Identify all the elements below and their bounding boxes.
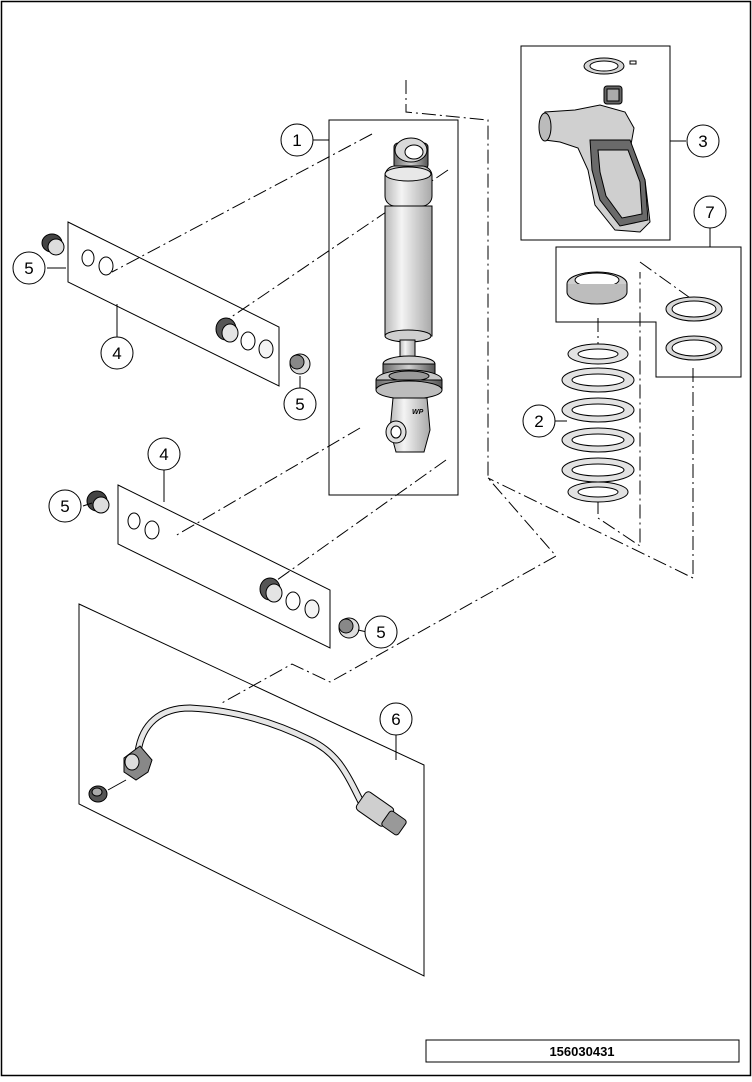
leader-lines (47, 139, 711, 760)
lower-bearing-parts (86, 490, 360, 639)
lower-bearing-kit-panel (117, 484, 331, 649)
callout-5-lower-right-label: 5 (376, 623, 385, 642)
shock-absorber: WP (375, 137, 443, 453)
reservoir-assembly (538, 57, 651, 233)
callout-4-upper-label: 4 (112, 344, 121, 363)
seal-rings (665, 296, 723, 361)
sensor-cable (88, 704, 407, 836)
upper-bearing-kit-panel (67, 221, 280, 387)
callout-5-upper-right-label: 5 (295, 395, 304, 414)
callout-5-lower-left-label: 5 (60, 497, 69, 516)
upper-bearing-parts (41, 233, 311, 375)
callout-4-lower-label: 4 (159, 445, 168, 464)
sensor-panel (78, 603, 425, 977)
drawing-number-box: 156030431 (425, 1039, 740, 1063)
callout-1: 1 (280, 123, 314, 157)
callout-3-label: 3 (698, 132, 707, 151)
seal-kit-panel (555, 246, 742, 378)
callout-4-lower: 4 (147, 437, 181, 471)
callout-2-label: 2 (534, 412, 543, 431)
shock-logo-text: WP (412, 409, 424, 416)
drawing-number: 156030431 (549, 1044, 614, 1059)
callout-6-label: 6 (391, 710, 400, 729)
callout-5-upper-left: 5 (12, 251, 46, 285)
callout-5-lower-left: 5 (48, 489, 82, 523)
shock-absorber-frame (328, 119, 459, 496)
callout-2: 2 (522, 404, 556, 438)
callout-4-upper: 4 (100, 336, 134, 370)
callout-5-upper-right: 5 (283, 387, 317, 421)
callout-7: 7 (693, 195, 727, 229)
spring-retainer (566, 271, 628, 305)
callout-1-label: 1 (292, 131, 301, 150)
reservoir-frame (520, 45, 671, 241)
callout-5-upper-left-label: 5 (24, 259, 33, 278)
coil-spring (561, 343, 635, 503)
callout-6: 6 (379, 702, 413, 736)
callout-5-lower-right: 5 (364, 615, 398, 649)
callout-3: 3 (686, 124, 720, 158)
callout-7-label: 7 (705, 203, 714, 222)
